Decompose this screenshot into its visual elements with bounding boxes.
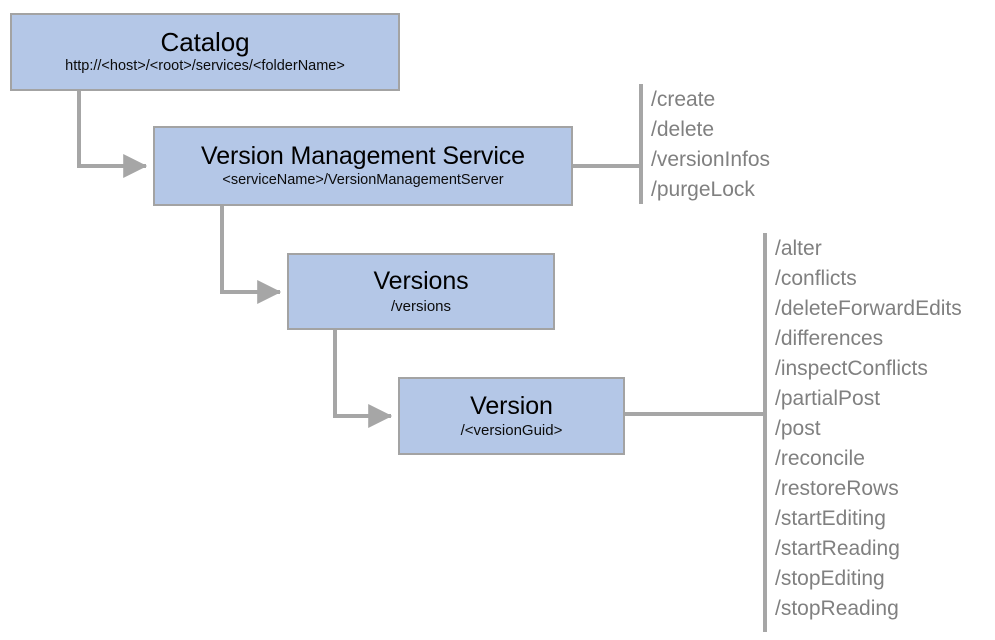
- connector-versions-to-version: [333, 330, 393, 428]
- version-operation-item[interactable]: /post: [775, 417, 821, 440]
- version-operation-item[interactable]: /stopReading: [775, 597, 899, 620]
- connector-catalog-to-service: [77, 91, 148, 178]
- version-operation-item[interactable]: /inspectConflicts: [775, 357, 928, 380]
- node-version[interactable]: Version /<versionGuid>: [398, 377, 625, 455]
- version-operations-list: /alter/conflicts/deleteForwardEdits/diff…: [775, 234, 962, 624]
- node-catalog[interactable]: Catalog http://<host>/<root>/services/<f…: [10, 13, 400, 91]
- node-catalog-title: Catalog: [160, 27, 250, 58]
- version-operation-item[interactable]: /differences: [775, 327, 884, 350]
- version-operation-item[interactable]: /deleteForwardEdits: [775, 297, 962, 320]
- version-operation-item[interactable]: /partialPost: [775, 387, 881, 410]
- service-operation-item[interactable]: /create: [651, 88, 716, 111]
- version-operation-item[interactable]: /startEditing: [775, 507, 886, 530]
- connector-service-to-versions: [220, 206, 282, 304]
- version-operation-item[interactable]: /restoreRows: [775, 477, 899, 500]
- service-operation-item[interactable]: /delete: [651, 118, 715, 141]
- version-operation-item[interactable]: /stopEditing: [775, 567, 885, 590]
- version-operation-item[interactable]: /alter: [775, 237, 822, 260]
- node-versions[interactable]: Versions /versions: [287, 253, 555, 330]
- service-operation-item[interactable]: /purgeLock: [651, 178, 755, 201]
- service-operations-list: /create/delete/versionInfos/purgeLock: [651, 85, 770, 205]
- service-operation-item[interactable]: /versionInfos: [651, 148, 771, 171]
- node-version-management-service[interactable]: Version Management Service <serviceName>…: [153, 126, 573, 206]
- node-version-subtitle: /<versionGuid>: [460, 422, 563, 439]
- node-versions-title: Versions: [373, 267, 469, 296]
- version-operation-item[interactable]: /conflicts: [775, 267, 857, 290]
- version-operation-item[interactable]: /reconcile: [775, 447, 865, 470]
- node-version-management-service-subtitle: <serviceName>/VersionManagementServer: [222, 172, 504, 189]
- node-versions-subtitle: /versions: [390, 297, 452, 315]
- node-catalog-subtitle: http://<host>/<root>/services/<folderNam…: [65, 58, 345, 75]
- node-version-management-service-title: Version Management Service: [201, 142, 525, 171]
- version-operation-item[interactable]: /startReading: [775, 537, 900, 560]
- node-version-title: Version: [470, 391, 553, 420]
